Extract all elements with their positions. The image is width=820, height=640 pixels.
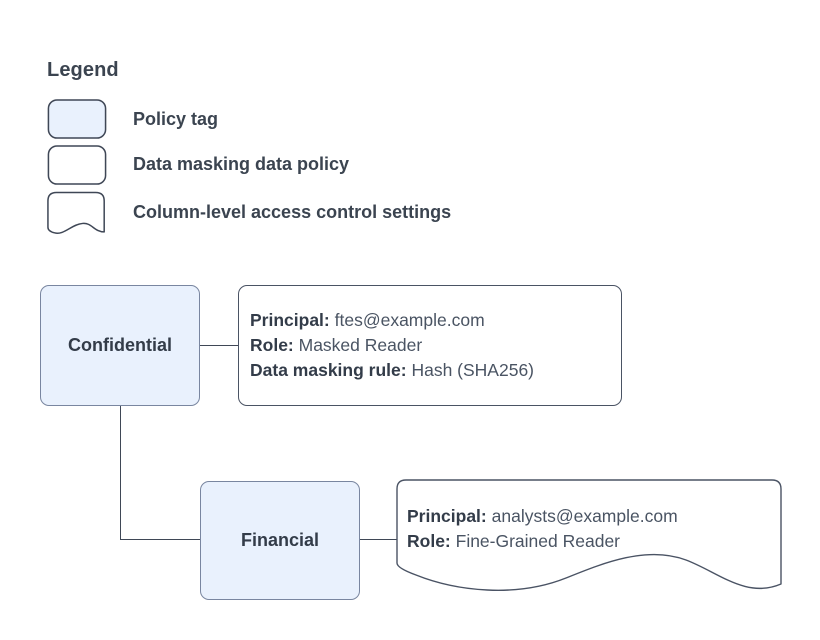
detail-line-role-2: Role: Fine-Grained Reader xyxy=(407,529,784,554)
detail-line-role: Role: Masked Reader xyxy=(250,333,621,358)
detail-key-role: Role: xyxy=(250,335,294,355)
data-masking-policy-swatch-icon xyxy=(47,145,107,185)
detail-key-principal: Principal: xyxy=(250,310,330,330)
detail-box-confidential-policy[interactable]: Principal: ftes@example.com Role: Masked… xyxy=(238,285,622,406)
detail-lines-financial-access: Principal: analysts@example.com Role: Fi… xyxy=(407,504,784,554)
column-access-settings-swatch-icon xyxy=(47,191,105,234)
detail-key-masking-rule: Data masking rule: xyxy=(250,360,407,380)
node-financial[interactable]: Financial xyxy=(200,481,360,600)
detail-line-masking-rule: Data masking rule: Hash (SHA256) xyxy=(250,358,621,383)
legend-title: Legend xyxy=(47,59,119,81)
node-confidential[interactable]: Confidential xyxy=(40,285,200,406)
detail-lines-confidential-policy: Principal: ftes@example.com Role: Masked… xyxy=(250,308,621,383)
detail-value-role-2: Fine-Grained Reader xyxy=(455,531,621,551)
detail-value-principal: ftes@example.com xyxy=(334,310,485,330)
legend-item-column-access-settings: Column-level access control settings xyxy=(0,191,820,235)
legend-label-policy-tag: Policy tag xyxy=(133,109,219,129)
edge-confidential-to-policy xyxy=(200,345,239,347)
detail-line-principal-2: Principal: analysts@example.com xyxy=(407,504,784,529)
legend-item-data-masking-policy: Data masking data policy xyxy=(0,145,820,189)
detail-value-masking-rule: Hash (SHA256) xyxy=(411,360,535,380)
detail-value-role: Masked Reader xyxy=(298,335,423,355)
legend-item-policy-tag: Policy tag xyxy=(0,99,820,143)
edge-confidential-to-financial-horizontal xyxy=(120,539,201,541)
legend-label-data-masking-policy: Data masking data policy xyxy=(133,154,350,174)
node-confidential-label: Confidential xyxy=(68,335,172,355)
detail-value-principal-2: analysts@example.com xyxy=(491,506,678,526)
policy-tag-swatch-icon xyxy=(47,99,107,139)
detail-key-role-2: Role: xyxy=(407,531,451,551)
detail-box-financial-access[interactable]: Principal: analysts@example.com Role: Fi… xyxy=(396,479,784,579)
edge-confidential-to-financial-vertical xyxy=(120,405,122,540)
node-financial-label: Financial xyxy=(240,530,320,550)
detail-line-principal: Principal: ftes@example.com xyxy=(250,308,621,333)
detail-key-principal-2: Principal: xyxy=(407,506,487,526)
detail-box-financial-access-shape[interactable] xyxy=(396,479,784,601)
edge-financial-to-access-settings xyxy=(360,539,398,541)
legend-label-column-access-settings: Column-level access control settings xyxy=(133,202,452,222)
